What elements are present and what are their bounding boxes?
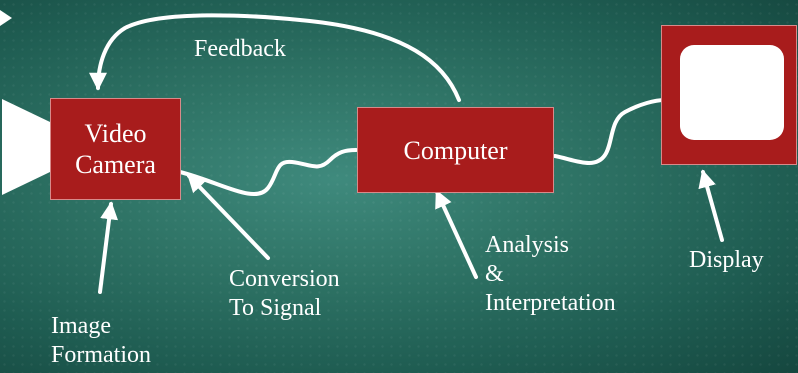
display-arrow bbox=[698, 169, 724, 242]
camera-computer-link bbox=[178, 148, 358, 197]
computer-box: Computer bbox=[357, 107, 554, 193]
analysis-label-line2: & bbox=[485, 261, 504, 287]
conversion-label-line1: Conversion bbox=[229, 266, 340, 292]
slide-bullet-arrow-icon bbox=[0, 10, 12, 26]
analysis-arrow bbox=[435, 189, 478, 279]
image-formation-label-line1: Image bbox=[51, 313, 111, 339]
video-camera-box: Video Camera bbox=[50, 98, 181, 200]
analysis-label: Analysis & Interpretation bbox=[485, 231, 616, 318]
monitor-screen bbox=[680, 45, 784, 140]
conversion-label: Conversion To Signal bbox=[229, 265, 340, 323]
computer-label: Computer bbox=[403, 135, 508, 165]
image-formation-label: Image Formation bbox=[51, 312, 151, 370]
analysis-label-line1: Analysis bbox=[485, 232, 569, 258]
image-formation-arrow bbox=[98, 201, 119, 294]
conversion-arrow bbox=[187, 174, 270, 260]
video-camera-label-line2: Camera bbox=[75, 150, 156, 179]
feedback-label: Feedback bbox=[194, 36, 286, 62]
computer-display-link bbox=[553, 98, 667, 165]
video-camera-label-line1: Video bbox=[84, 119, 147, 148]
feedback-arrow bbox=[89, 13, 461, 102]
image-formation-label-line2: Formation bbox=[51, 342, 151, 368]
analysis-label-line3: Interpretation bbox=[485, 290, 616, 316]
conversion-label-line2: To Signal bbox=[229, 295, 322, 321]
display-label: Display bbox=[689, 247, 764, 273]
